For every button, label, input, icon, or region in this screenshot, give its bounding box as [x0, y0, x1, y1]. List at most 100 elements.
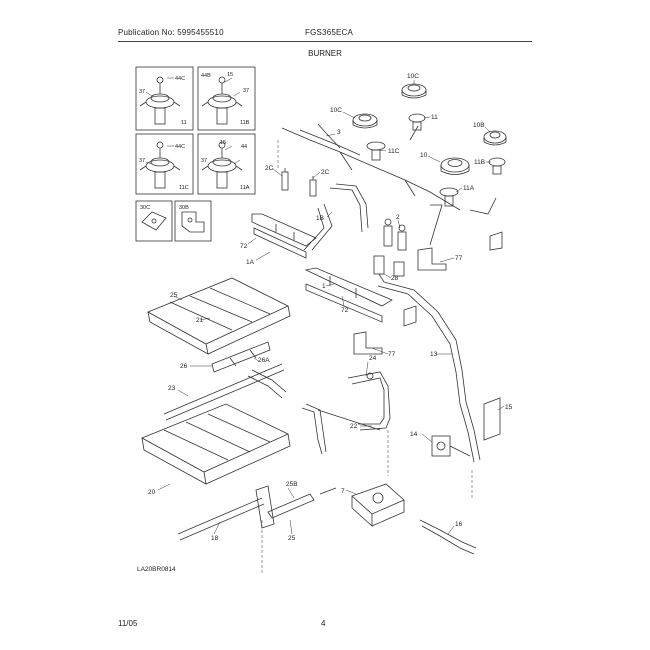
footer-date: 11/05: [118, 619, 138, 628]
igniter-switch-25b: [267, 487, 337, 519]
callout-77-b: 77: [388, 351, 396, 358]
callout-30c: 30C: [140, 205, 150, 211]
callout-44: 44: [241, 144, 247, 150]
callout-26: 26: [180, 363, 188, 370]
burner-box-25: [147, 277, 291, 355]
burner-cap-10: [440, 157, 470, 175]
inset-box-30b: [174, 200, 212, 242]
callout-10c-top: 10C: [407, 73, 419, 80]
callout-77-a: 77: [455, 255, 463, 262]
callout-11c-a: 11C: [179, 185, 189, 191]
callout-15-b: 15: [220, 140, 226, 146]
callout-18: 18: [211, 535, 219, 542]
inset-bracket-30c: [141, 211, 167, 231]
callout-11a-a: 11A: [240, 185, 250, 191]
gas-manifold-line-13: [377, 281, 481, 463]
shutoff-valve-14: [431, 435, 471, 457]
burner-cap-10c: [352, 113, 378, 129]
inset-box-burner-11c: [135, 133, 194, 195]
header-rule: [118, 41, 532, 42]
callout-37-a: 37: [139, 89, 145, 95]
gas-hose-16: [419, 519, 477, 555]
bracket-77-center: [353, 305, 417, 355]
burner-tube-1b: [329, 183, 369, 233]
burner-tube-1a: [303, 203, 333, 251]
callout-11-b: 11: [431, 114, 438, 121]
callout-1a: 1A: [246, 259, 255, 266]
igniter-harness-3: [281, 127, 461, 211]
callout-11b-a: 11B: [240, 120, 250, 126]
burner-head-11b: [488, 157, 506, 175]
callout-1: 1: [322, 283, 326, 290]
inset-bracket-30b: [181, 211, 205, 233]
callout-24: 24: [369, 355, 377, 362]
callout-13: 13: [430, 351, 438, 358]
callout-10c: 10C: [330, 107, 342, 114]
callout-25-b: 25: [288, 535, 296, 542]
inset-box-burner-11b: [197, 66, 256, 131]
callout-11b-b: 11B: [474, 159, 485, 166]
callout-21: 21: [196, 317, 204, 324]
callout-25b: 25B: [286, 481, 298, 488]
inset-burner-11b: [201, 76, 243, 125]
callout-7: 7: [341, 488, 345, 495]
burner-cap-10c-top: [401, 83, 427, 99]
burner-head-11c: [366, 141, 386, 161]
callout-72-a: 72: [240, 243, 248, 250]
page-number: 4: [321, 619, 326, 628]
gas-tube-right: [429, 197, 497, 246]
callout-22: 22: [350, 423, 358, 430]
callout-37-d: 37: [201, 158, 207, 164]
callout-44b: 44B: [201, 73, 211, 79]
callout-44c-a: 44C: [175, 76, 185, 82]
callout-3: 3: [337, 129, 341, 136]
callout-37-c: 37: [139, 158, 145, 164]
callout-23: 23: [168, 385, 176, 392]
callout-11-a: 11: [181, 120, 187, 126]
callout-26a: 26A: [258, 357, 270, 364]
burner-valve-2: [383, 218, 407, 251]
callout-14: 14: [410, 431, 418, 438]
callout-2c: 2C: [265, 165, 274, 172]
inset-box-burner-11a: [197, 133, 256, 195]
callout-2c-b: 2C: [321, 169, 330, 176]
burner-box-20: [141, 403, 291, 485]
callout-20: 20: [148, 489, 156, 496]
bracket-25-front: [255, 485, 275, 529]
spark-electrode-2c: [281, 168, 317, 197]
bracket-15: [483, 397, 501, 441]
burner-valve-28: [373, 255, 405, 283]
inset-burner-11c: [139, 141, 181, 189]
section-title: BURNER: [308, 49, 342, 58]
callout-1b: 1B: [316, 215, 324, 222]
manifold-bracket-1: [304, 267, 393, 323]
manifold-bracket-1a: [251, 213, 317, 259]
callout-37-b: 37: [243, 88, 249, 94]
tube-26a: [247, 369, 287, 399]
gas-line-22: [301, 403, 381, 455]
callout-11c-b: 11C: [388, 148, 400, 155]
model-number: FGS365ECA: [305, 28, 354, 37]
fitting-24: [366, 372, 374, 380]
inset-burner-11: [139, 76, 181, 125]
bracket-77-right: [417, 231, 503, 271]
pressure-regulator-7: [351, 483, 405, 527]
callout-2: 2: [396, 214, 400, 221]
rod-18: [177, 497, 265, 541]
diagram-code: LA20BR0814: [137, 566, 176, 573]
callout-72-b: 72: [341, 307, 349, 314]
callout-10b: 10B: [473, 122, 485, 129]
callout-15-a: 15: [227, 72, 233, 78]
burner-cap-10b: [483, 130, 507, 146]
air-shutter-26: [211, 341, 271, 373]
igniter-harness-lead: [317, 123, 419, 149]
callout-44c-b: 44C: [175, 144, 185, 150]
callout-15-c: 15: [505, 404, 513, 411]
callout-16: 16: [455, 521, 463, 528]
callout-30b: 30B: [179, 205, 189, 211]
inset-burner-11a: [201, 141, 243, 189]
callout-28: 28: [391, 275, 399, 282]
rod-23: [163, 363, 285, 421]
inset-box-burner-11: [135, 66, 194, 131]
